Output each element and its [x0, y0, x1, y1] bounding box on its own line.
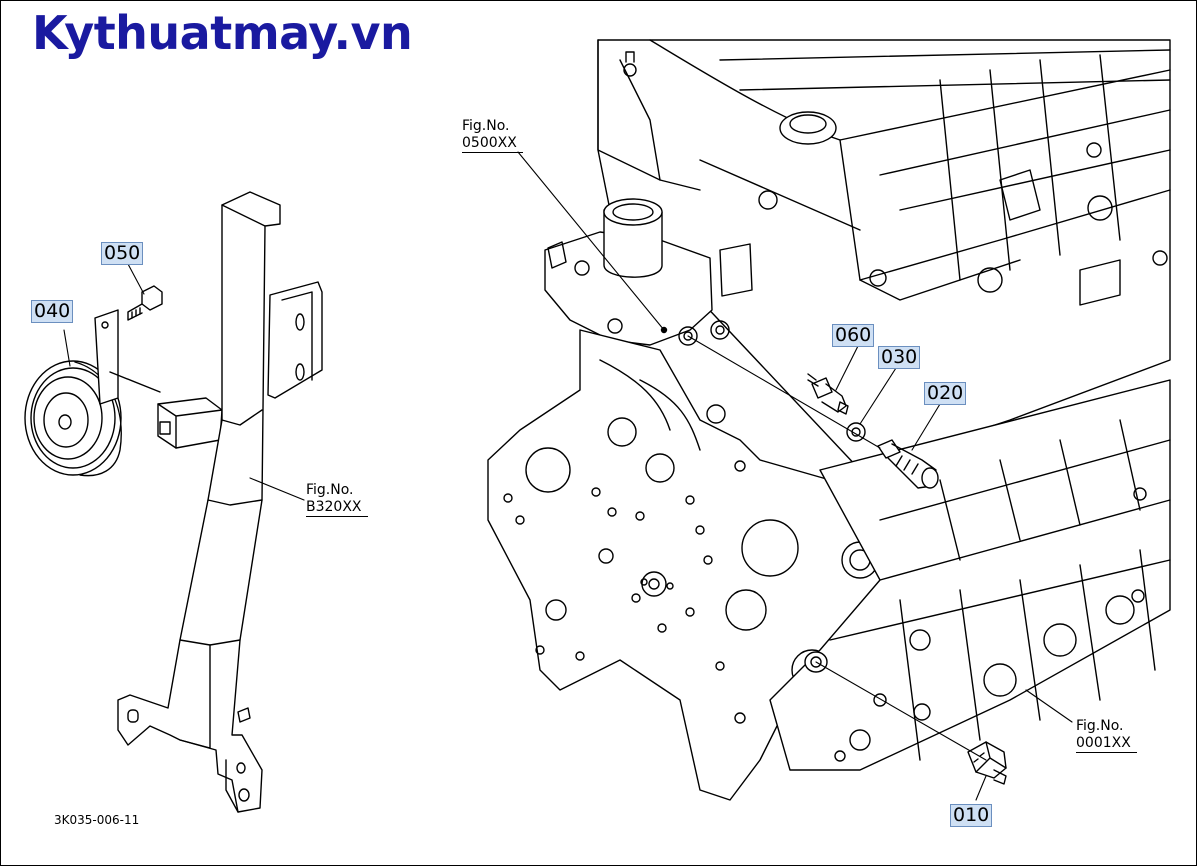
fig-ref-bracket[interactable]: Fig.No. B320XX [306, 482, 368, 517]
part-label-040[interactable]: 040 [31, 300, 74, 323]
horn-mount-block [157, 397, 223, 449]
fig-ref-prefix: Fig.No. [306, 482, 354, 498]
fig-ref-prefix: Fig.No. [462, 118, 510, 134]
site-watermark: Kythuatmay.vn [32, 6, 413, 60]
part-label-020[interactable]: 020 [924, 382, 967, 405]
fig-ref-crankcase[interactable]: Fig.No. 0001XX [1076, 718, 1137, 753]
fig-ref-number: 0001XX [1076, 735, 1137, 753]
part-label-060[interactable]: 060 [832, 324, 875, 347]
part-label-010[interactable]: 010 [950, 804, 993, 827]
switch-010 [967, 741, 1007, 785]
fig-ref-number: B320XX [306, 499, 368, 517]
drawing-code: 3K035-006-11 [54, 813, 140, 827]
engine-block [487, 39, 1171, 801]
horn-assembly [24, 309, 161, 477]
leader-lines [63, 151, 1073, 801]
sensor-060 [807, 373, 849, 415]
bolt-050 [127, 285, 163, 321]
fig-ref-thermostat[interactable]: Fig.No. 0500XX [462, 118, 523, 153]
fig-ref-number: 0500XX [462, 135, 523, 153]
switch-020 [877, 439, 939, 489]
horn-bracket [117, 191, 323, 813]
fig-ref-prefix: Fig.No. [1076, 718, 1124, 734]
part-label-030[interactable]: 030 [878, 346, 921, 369]
part-label-050[interactable]: 050 [101, 242, 144, 265]
